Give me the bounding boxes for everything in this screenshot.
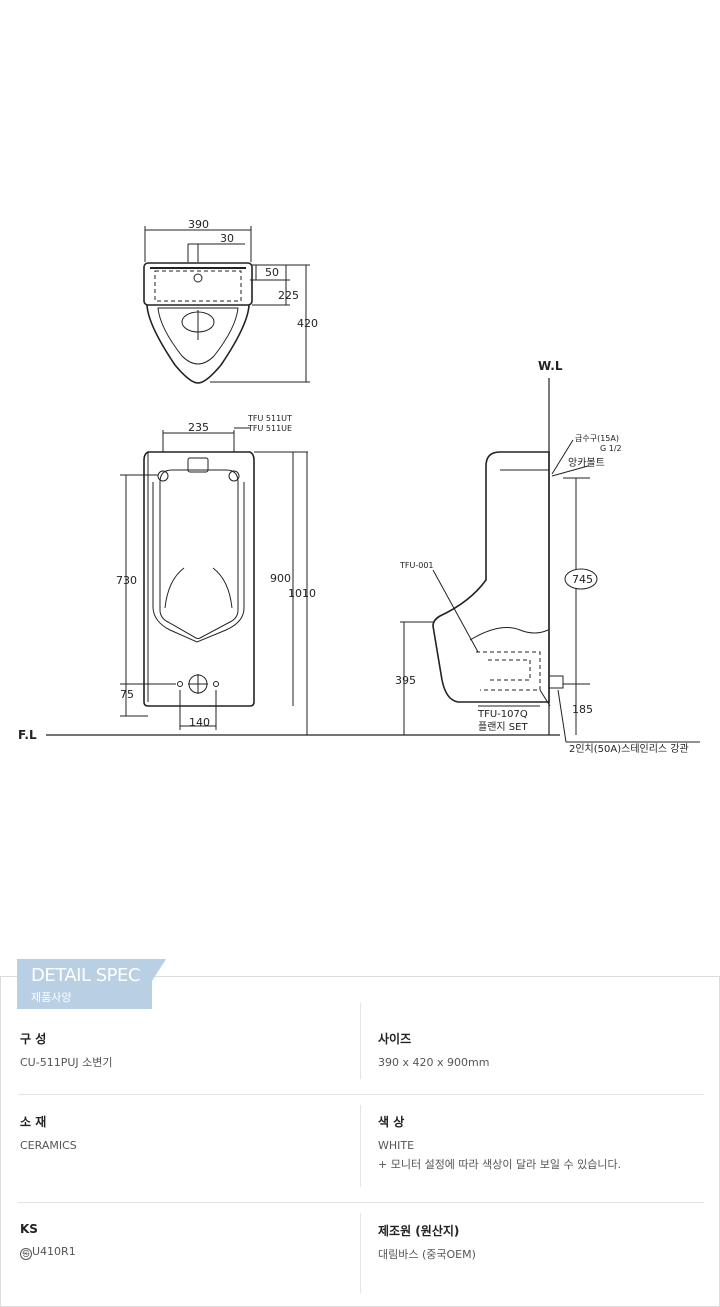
spec-key: 사이즈 [378,1032,412,1046]
spec-divider [360,1003,361,1079]
spec-key: 제조원 (원산지) [378,1224,460,1238]
floor-line-label: F.L [18,728,37,742]
front-view [120,427,308,735]
spec-item-manufacturer: 제조원 (원산지) 대림바스 (중국OEM) [378,1222,698,1264]
spec-item-material: 소 재 CERAMICS [20,1113,340,1155]
spec-key: KS [20,1222,38,1236]
front-model-ut: TFU 511UT [247,414,292,423]
part-tfu107q: TFU-107Q [477,709,528,720]
water-supply-label: 급수구(15A) [575,434,619,443]
pipe-label: 2인치(50A)스테인리스 강관 [569,743,689,755]
side-view [46,378,700,743]
spec-value: 대림바스 (중국OEM) [378,1248,476,1261]
spec-key: 구 성 [20,1032,47,1046]
side-dim-745: 745 [572,573,593,586]
front-dim-75: 75 [120,688,134,701]
spec-value: CU-511PUJ 소변기 [20,1056,113,1069]
spec-row-divider [18,1202,704,1203]
top-dim-225: 225 [278,289,299,302]
front-dim-140: 140 [189,716,210,729]
spec-item-color: 색 상 WHITE + 모니터 설정에 따라 색상이 달라 보일 수 있습니다. [378,1113,698,1174]
spec-tab: DETAIL SPEC 제품사양 [17,959,166,1009]
anchor-bolt-label: 앙카볼트 [568,457,605,469]
spec-key: 색 상 [378,1115,405,1129]
top-dim-420: 420 [297,317,318,330]
technical-drawing: 390 30 50 225 420 23 [18,218,700,755]
part-tfu001: TFU-001 [399,561,434,570]
spec-item-size: 사이즈 390 x 420 x 900mm [378,1030,698,1072]
top-dim-50: 50 [265,266,279,279]
top-dim-30: 30 [220,232,234,245]
flange-set-label: 플랜지 SET [478,721,528,733]
ks-mark-icon: ㉿ [20,1248,32,1260]
spec-row-divider [18,1094,704,1095]
spec-key: 소 재 [20,1115,47,1129]
spec-value: 390 x 420 x 900mm [378,1056,490,1069]
side-dim-185: 185 [572,703,593,716]
front-dim-900: 900 [270,572,291,585]
spec-subtitle: 제품사양 [31,991,72,1004]
spec-item-composition: 구 성 CU-511PUJ 소변기 [20,1030,340,1072]
water-level-label: W.L [538,359,563,373]
top-dim-390: 390 [188,218,209,231]
front-dim-1010: 1010 [288,587,316,600]
water-supply-size: G 1/2 [600,444,622,453]
spec-value: WHITE [378,1139,415,1152]
front-dim-730: 730 [116,574,137,587]
spec-divider [360,1105,361,1187]
spec-title: DETAIL SPEC [31,965,140,986]
top-view [143,226,310,384]
spec-value: U410R1 [32,1245,76,1258]
spec-value-row: ㉿U410R1 [20,1242,340,1261]
spec-note: + 모니터 설정에 따라 색상이 달라 보일 수 있습니다. [378,1158,622,1171]
front-dim-235: 235 [188,421,209,434]
spec-item-ks: KS ㉿U410R1 [20,1222,340,1261]
front-model-ue: TFU 511UE [247,424,292,433]
spec-divider [360,1213,361,1293]
detail-spec-section: DETAIL SPEC 제품사양 구 성 CU-511PUJ 소변기 사이즈 3… [0,955,720,1307]
spec-value: CERAMICS [20,1139,77,1152]
side-dim-395: 395 [395,674,416,687]
